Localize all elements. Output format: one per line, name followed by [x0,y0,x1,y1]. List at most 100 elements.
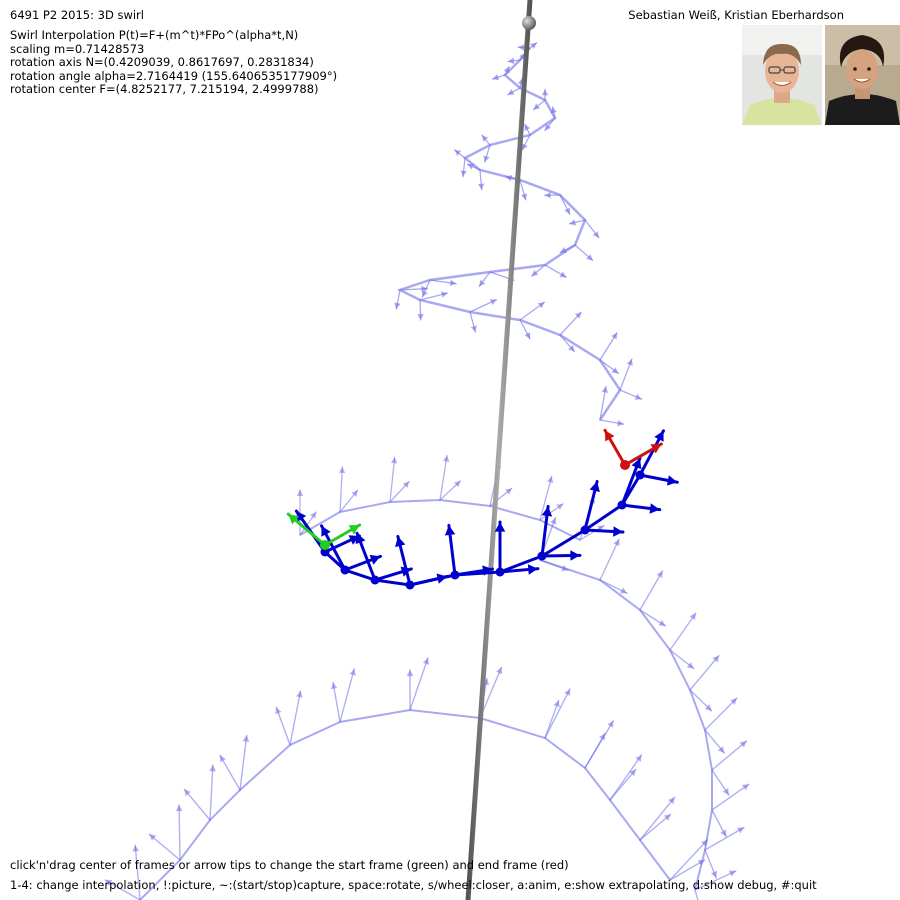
frame-axis-arrow-tip[interactable] [321,525,331,537]
rotation-axis-top-handle[interactable] [522,16,536,30]
frame-axis-arrow-tip[interactable] [564,207,571,215]
frame-axis-arrow-tip[interactable] [296,511,307,522]
frame-center[interactable] [320,547,330,557]
frame-axis-arrow-tip[interactable] [492,74,500,81]
frame-center[interactable] [340,565,350,575]
frame-axis-arrow-tip[interactable] [564,688,571,696]
frame-axis-arrow-tip[interactable] [503,66,510,74]
frame-axis-arrow-tip[interactable] [351,490,358,497]
frame-axis-arrow-tip[interactable] [330,682,338,690]
frame-axis-arrow-tip[interactable] [460,170,467,177]
frame-center[interactable] [617,500,627,510]
frame-axis-arrow-tip[interactable] [395,536,406,548]
frame-axis-arrow-tip[interactable] [175,805,183,812]
frame-axis-arrow-tip[interactable] [741,784,749,791]
frame-axis-arrow-tip[interactable] [570,550,580,561]
frame-axis-arrow-tip[interactable] [686,662,694,669]
frame-axis-arrow-tip[interactable] [544,191,551,199]
frame-axis-arrow-tip[interactable] [717,746,725,753]
frame-axis-arrow-tip[interactable] [568,345,575,352]
frame-axis-arrow-tip[interactable] [544,123,552,131]
frame-axis-arrow-tip[interactable] [658,619,666,626]
frame-axis-arrow-tip[interactable] [449,279,457,287]
frame-axis-arrow-tip[interactable] [442,455,450,462]
frame-center[interactable] [635,470,645,480]
frame-axis-arrow-tip[interactable] [349,668,356,676]
frame-axis-arrow-tip[interactable] [467,163,475,170]
frame-axis-arrow-tip[interactable] [288,514,299,525]
frame-axis-arrow-tip[interactable] [296,490,304,496]
frame-axis-arrow-tip[interactable] [634,393,642,400]
frame-center[interactable] [495,567,505,577]
frame-axis-arrow-tip[interactable] [530,42,537,49]
frame-axis-arrow-tip[interactable] [607,720,614,728]
frame-axis-arrow-tip[interactable] [589,481,600,493]
frame-axis-arrow-tip[interactable] [611,367,619,374]
frame-axis-arrow-tip[interactable] [663,814,671,821]
frame-axis-arrow-tip[interactable] [722,787,729,795]
frame-axis-arrow-tip[interactable] [737,827,744,834]
frame-axis-arrow-tip[interactable] [444,525,456,536]
frame-axis-arrow-tip[interactable] [355,533,366,545]
frame-axis-arrow-tip[interactable] [440,291,448,298]
frame-axis-arrow-tip[interactable] [656,571,663,578]
frame-axis-arrow-tip[interactable] [406,670,414,677]
end-frame[interactable] [603,428,663,470]
frame-axis-arrow-tip[interactable] [402,481,410,489]
frame-axis-arrow-tip[interactable] [482,135,489,142]
frame-axis-arrow-tip[interactable] [505,488,512,495]
frame-axis-arrow-tip[interactable] [507,57,515,64]
frame-axis-arrow-tip[interactable] [417,313,424,320]
frame-axis-arrow-tip[interactable] [592,231,599,238]
frame-axis-arrow-tip[interactable] [556,503,563,510]
frame-axis-arrow-tip[interactable] [668,797,675,805]
frame-axis-arrow-tip[interactable] [569,219,577,226]
frame-axis-arrow-tip[interactable] [518,44,525,51]
frame-axis-arrow-tip[interactable] [275,707,282,715]
frame-axis-arrow-tip[interactable] [537,302,545,309]
end-frame-center[interactable] [620,460,630,470]
frame-axis-arrow-tip[interactable] [654,430,664,442]
frame-axis-arrow-tip[interactable] [369,554,381,565]
frame-axis-arrow-tip[interactable] [739,741,747,748]
frame-axis-arrow-tip[interactable] [149,834,157,841]
frame-axis-arrow-tip[interactable] [454,149,462,156]
frame-center[interactable] [405,580,415,590]
frame-axis-arrow-tip[interactable] [720,829,727,837]
frame-axis-arrow-tip[interactable] [730,698,737,705]
frame-axis-arrow-tip[interactable] [483,155,490,163]
frame-axis-arrow-tip[interactable] [436,573,448,584]
frame-axis-arrow-tip[interactable] [421,290,428,298]
frame-axis-arrow-tip[interactable] [704,704,712,711]
frame-axis-arrow-tip[interactable] [599,733,605,741]
key-frames[interactable] [286,428,663,550]
frame-axis-arrow-tip[interactable] [666,475,678,486]
frame-axis-arrow-tip[interactable] [453,480,461,488]
frame-axis-arrow-tip[interactable] [521,143,528,150]
frame-center[interactable] [537,551,547,561]
frame-axis-arrow-tip[interactable] [520,193,528,200]
frame-axis-arrow-tip[interactable] [132,845,140,852]
frame-axis-arrow-tip[interactable] [489,299,497,306]
frame-axis-arrow-tip[interactable] [348,525,360,535]
frame-axis-arrow-tip[interactable] [496,667,503,675]
frame-axis-arrow-tip[interactable] [550,517,557,525]
start-frame-center[interactable] [320,540,330,550]
frame-axis-arrow-tip[interactable] [629,769,636,777]
frame-axis-arrow-tip[interactable] [613,539,620,547]
frame-axis-arrow-tip[interactable] [338,467,346,474]
frame-center[interactable] [370,575,380,585]
frame-axis-arrow-tip[interactable] [574,312,582,319]
frame-axis-arrow-tip[interactable] [710,870,718,878]
frame-axis-arrow-tip[interactable] [105,880,113,886]
frame-axis-arrow-tip[interactable] [507,89,515,95]
frame-axis-arrow-tip[interactable] [209,765,216,772]
frame-axis-arrow-tip[interactable] [470,325,477,332]
frame-axis-arrow-tip[interactable] [728,870,736,877]
frame-axis-arrow-tip[interactable] [617,419,624,427]
frame-axis-arrow-tip[interactable] [541,89,549,96]
frame-axis-arrow-tip[interactable] [635,754,642,762]
frame-axis-arrow-tip[interactable] [479,279,486,287]
frame-axis-arrow-tip[interactable] [620,587,627,594]
